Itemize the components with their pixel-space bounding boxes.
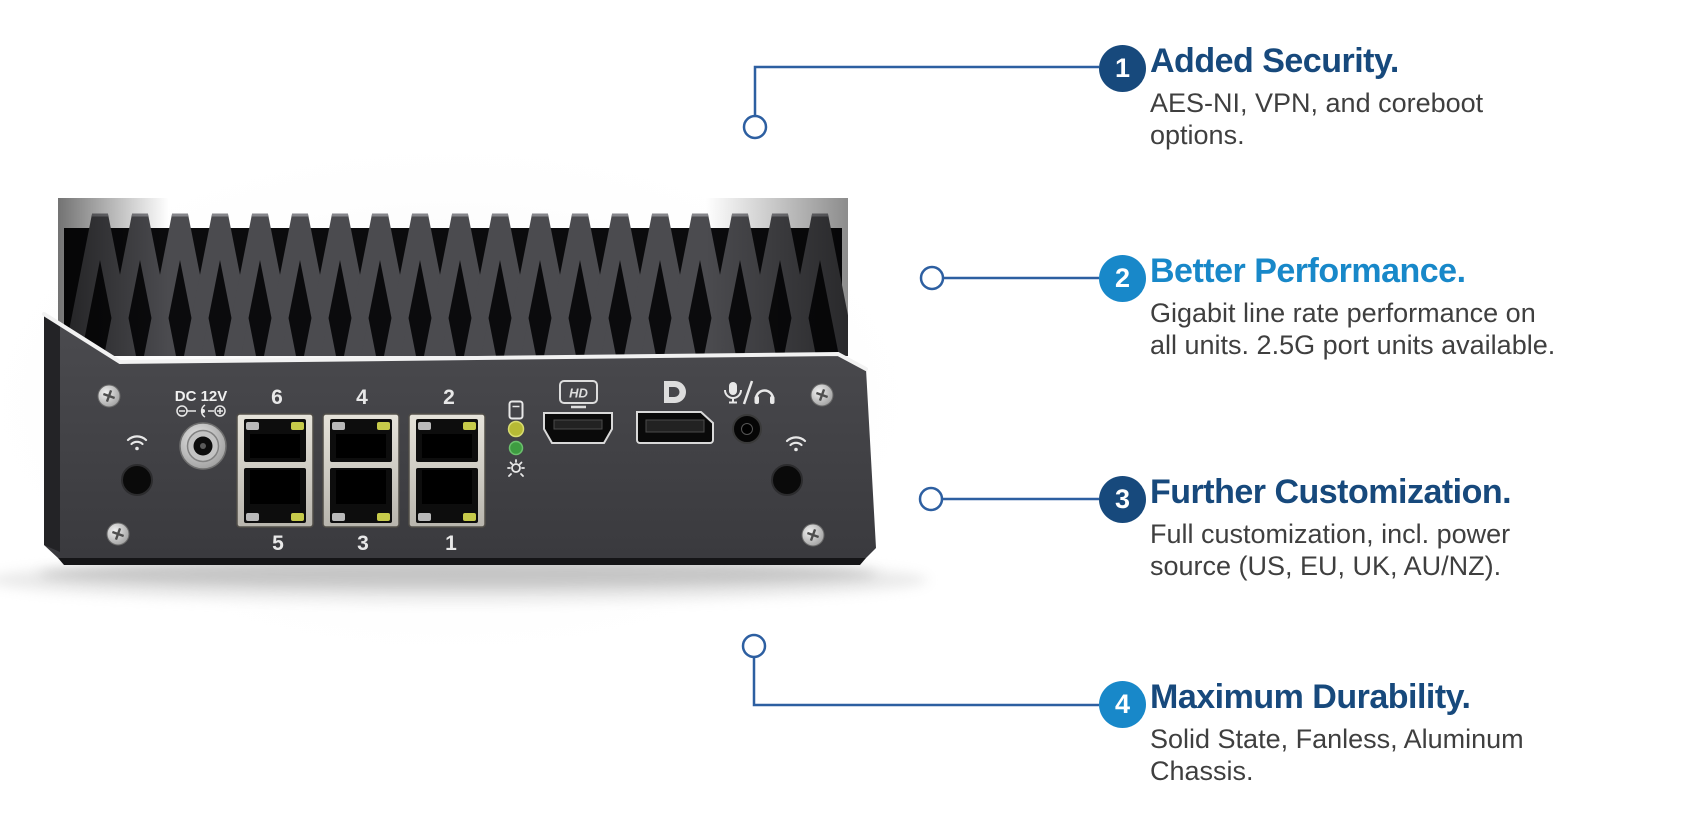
port-number: 6 <box>271 386 283 409</box>
callout-number: 2 <box>1114 263 1131 293</box>
screw-icon <box>800 522 826 548</box>
antenna-hole <box>121 464 153 496</box>
rj45-column <box>408 413 486 528</box>
hdmi-logo-text: HD <box>569 386 588 401</box>
callout-1: Added Security. AES-NI, VPN, and coreboo… <box>1150 42 1650 151</box>
port-number: 1 <box>445 532 457 555</box>
callout-2: Better Performance. Gigabit line rate pe… <box>1150 252 1650 361</box>
callout-body-line: AES-NI, VPN, and coreboot <box>1150 88 1484 118</box>
callout-body-line: options. <box>1150 120 1245 150</box>
brightness-icon <box>507 459 525 477</box>
screw-icon <box>809 382 835 408</box>
panel-left-edge <box>44 314 60 552</box>
callout-body-line: Solid State, Fanless, Aluminum <box>1150 724 1524 754</box>
callout-badge-1: 1 <box>1099 45 1146 92</box>
device-shadow <box>0 558 928 602</box>
dc-power-group: DC 12V <box>175 388 228 470</box>
port-number: 4 <box>356 386 368 409</box>
heatsink-fins <box>58 198 848 356</box>
connector-endpoint-2 <box>919 265 945 291</box>
callout-body-line: Gigabit line rate performance on <box>1150 298 1536 328</box>
antenna-hole <box>771 464 803 496</box>
callout-number: 3 <box>1114 484 1131 514</box>
port-numbers-bottom: 5 3 1 <box>272 532 457 555</box>
port-numbers-top: 6 4 2 <box>271 386 455 409</box>
screw-icon <box>96 383 122 409</box>
callout-body-line: all units. 2.5G port units available. <box>1150 330 1556 360</box>
callout-title: Added Security. <box>1150 42 1399 80</box>
panel-bottom-edge <box>58 558 866 565</box>
callout-badge-2: 2 <box>1099 255 1146 302</box>
slash-divider <box>742 380 754 405</box>
connector-line-1 <box>753 65 1099 116</box>
callout-title: Maximum Durability. <box>1150 678 1471 716</box>
callout-3: Further Customization. Full customizatio… <box>1150 473 1650 582</box>
mic-icon <box>724 382 742 404</box>
callout-badge-4: 4 <box>1099 681 1146 728</box>
callout-body: AES-NI, VPN, and coreboot options. <box>1150 87 1650 151</box>
dc-power-label: DC 12V <box>175 388 228 405</box>
polarity-icon <box>176 404 226 418</box>
callout-body-line: Chassis. <box>1150 756 1254 786</box>
ethernet-ports <box>236 413 486 528</box>
callout-title: Better Performance. <box>1150 252 1466 290</box>
port-number: 5 <box>272 532 284 555</box>
connector-endpoint-1 <box>742 114 768 140</box>
displayport-group <box>636 381 714 444</box>
callout-badge-3: 3 <box>1099 476 1146 523</box>
audio-group <box>724 380 775 444</box>
screw-icon <box>105 521 131 547</box>
hdmi-logo-icon <box>559 380 598 404</box>
status-leds <box>507 400 525 477</box>
displayport-logo-icon <box>664 381 686 403</box>
rj45-column <box>322 413 400 528</box>
connector-endpoint-4 <box>741 633 767 659</box>
hdmi-group: HD <box>543 380 613 444</box>
callout-body: Solid State, Fanless, Aluminum Chassis. <box>1150 723 1650 787</box>
callout-body-line: source (US, EU, UK, AU/NZ). <box>1150 551 1502 581</box>
callout-connectors <box>741 65 1099 707</box>
panel-top-rim <box>42 312 868 371</box>
callout-body: Full customization, incl. power source (… <box>1150 518 1650 582</box>
rj45-column <box>236 413 314 528</box>
connector-endpoint-3 <box>918 486 944 512</box>
headphone-icon <box>754 389 775 404</box>
port-number: 2 <box>443 386 455 409</box>
power-led <box>508 440 524 456</box>
callout-number: 1 <box>1114 53 1131 83</box>
storage-led <box>507 420 525 438</box>
callout-number: 4 <box>1114 689 1131 719</box>
callout-4: Maximum Durability. Solid State, Fanless… <box>1150 678 1650 787</box>
callout-title: Further Customization. <box>1150 473 1512 511</box>
port-number: 3 <box>357 532 369 555</box>
connector-line-4 <box>752 658 1099 707</box>
callout-body-line: Full customization, incl. power <box>1150 519 1511 549</box>
storage-icon <box>508 400 524 420</box>
callout-body: Gigabit line rate performance on all uni… <box>1150 297 1650 361</box>
